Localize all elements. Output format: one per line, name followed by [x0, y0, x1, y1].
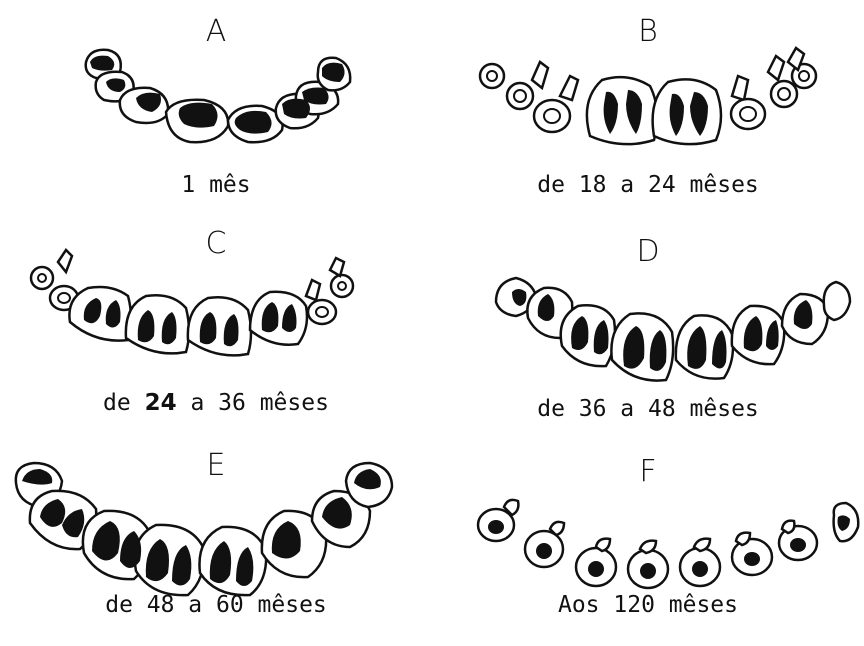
- panel-d: D de 36 a 48 mêses: [432, 220, 864, 426]
- panel-caption: Aos 120 mêses: [432, 592, 864, 618]
- panel-f: F Aos 120 m: [432, 440, 864, 646]
- panel-c: C: [0, 220, 432, 426]
- panel-e: E de 48 a 60 mêses: [0, 440, 432, 646]
- panel-caption: de 24 a 36 mêses: [0, 390, 432, 416]
- panel-caption: de 18 a 24 mêses: [432, 172, 864, 198]
- panel-a: A 1 mês: [0, 0, 432, 206]
- panel-caption: 1 mês: [0, 172, 432, 198]
- panel-caption: de 36 a 48 mêses: [432, 396, 864, 422]
- panel-caption: de 48 a 60 mêses: [0, 592, 432, 618]
- panel-b: B: [432, 0, 864, 206]
